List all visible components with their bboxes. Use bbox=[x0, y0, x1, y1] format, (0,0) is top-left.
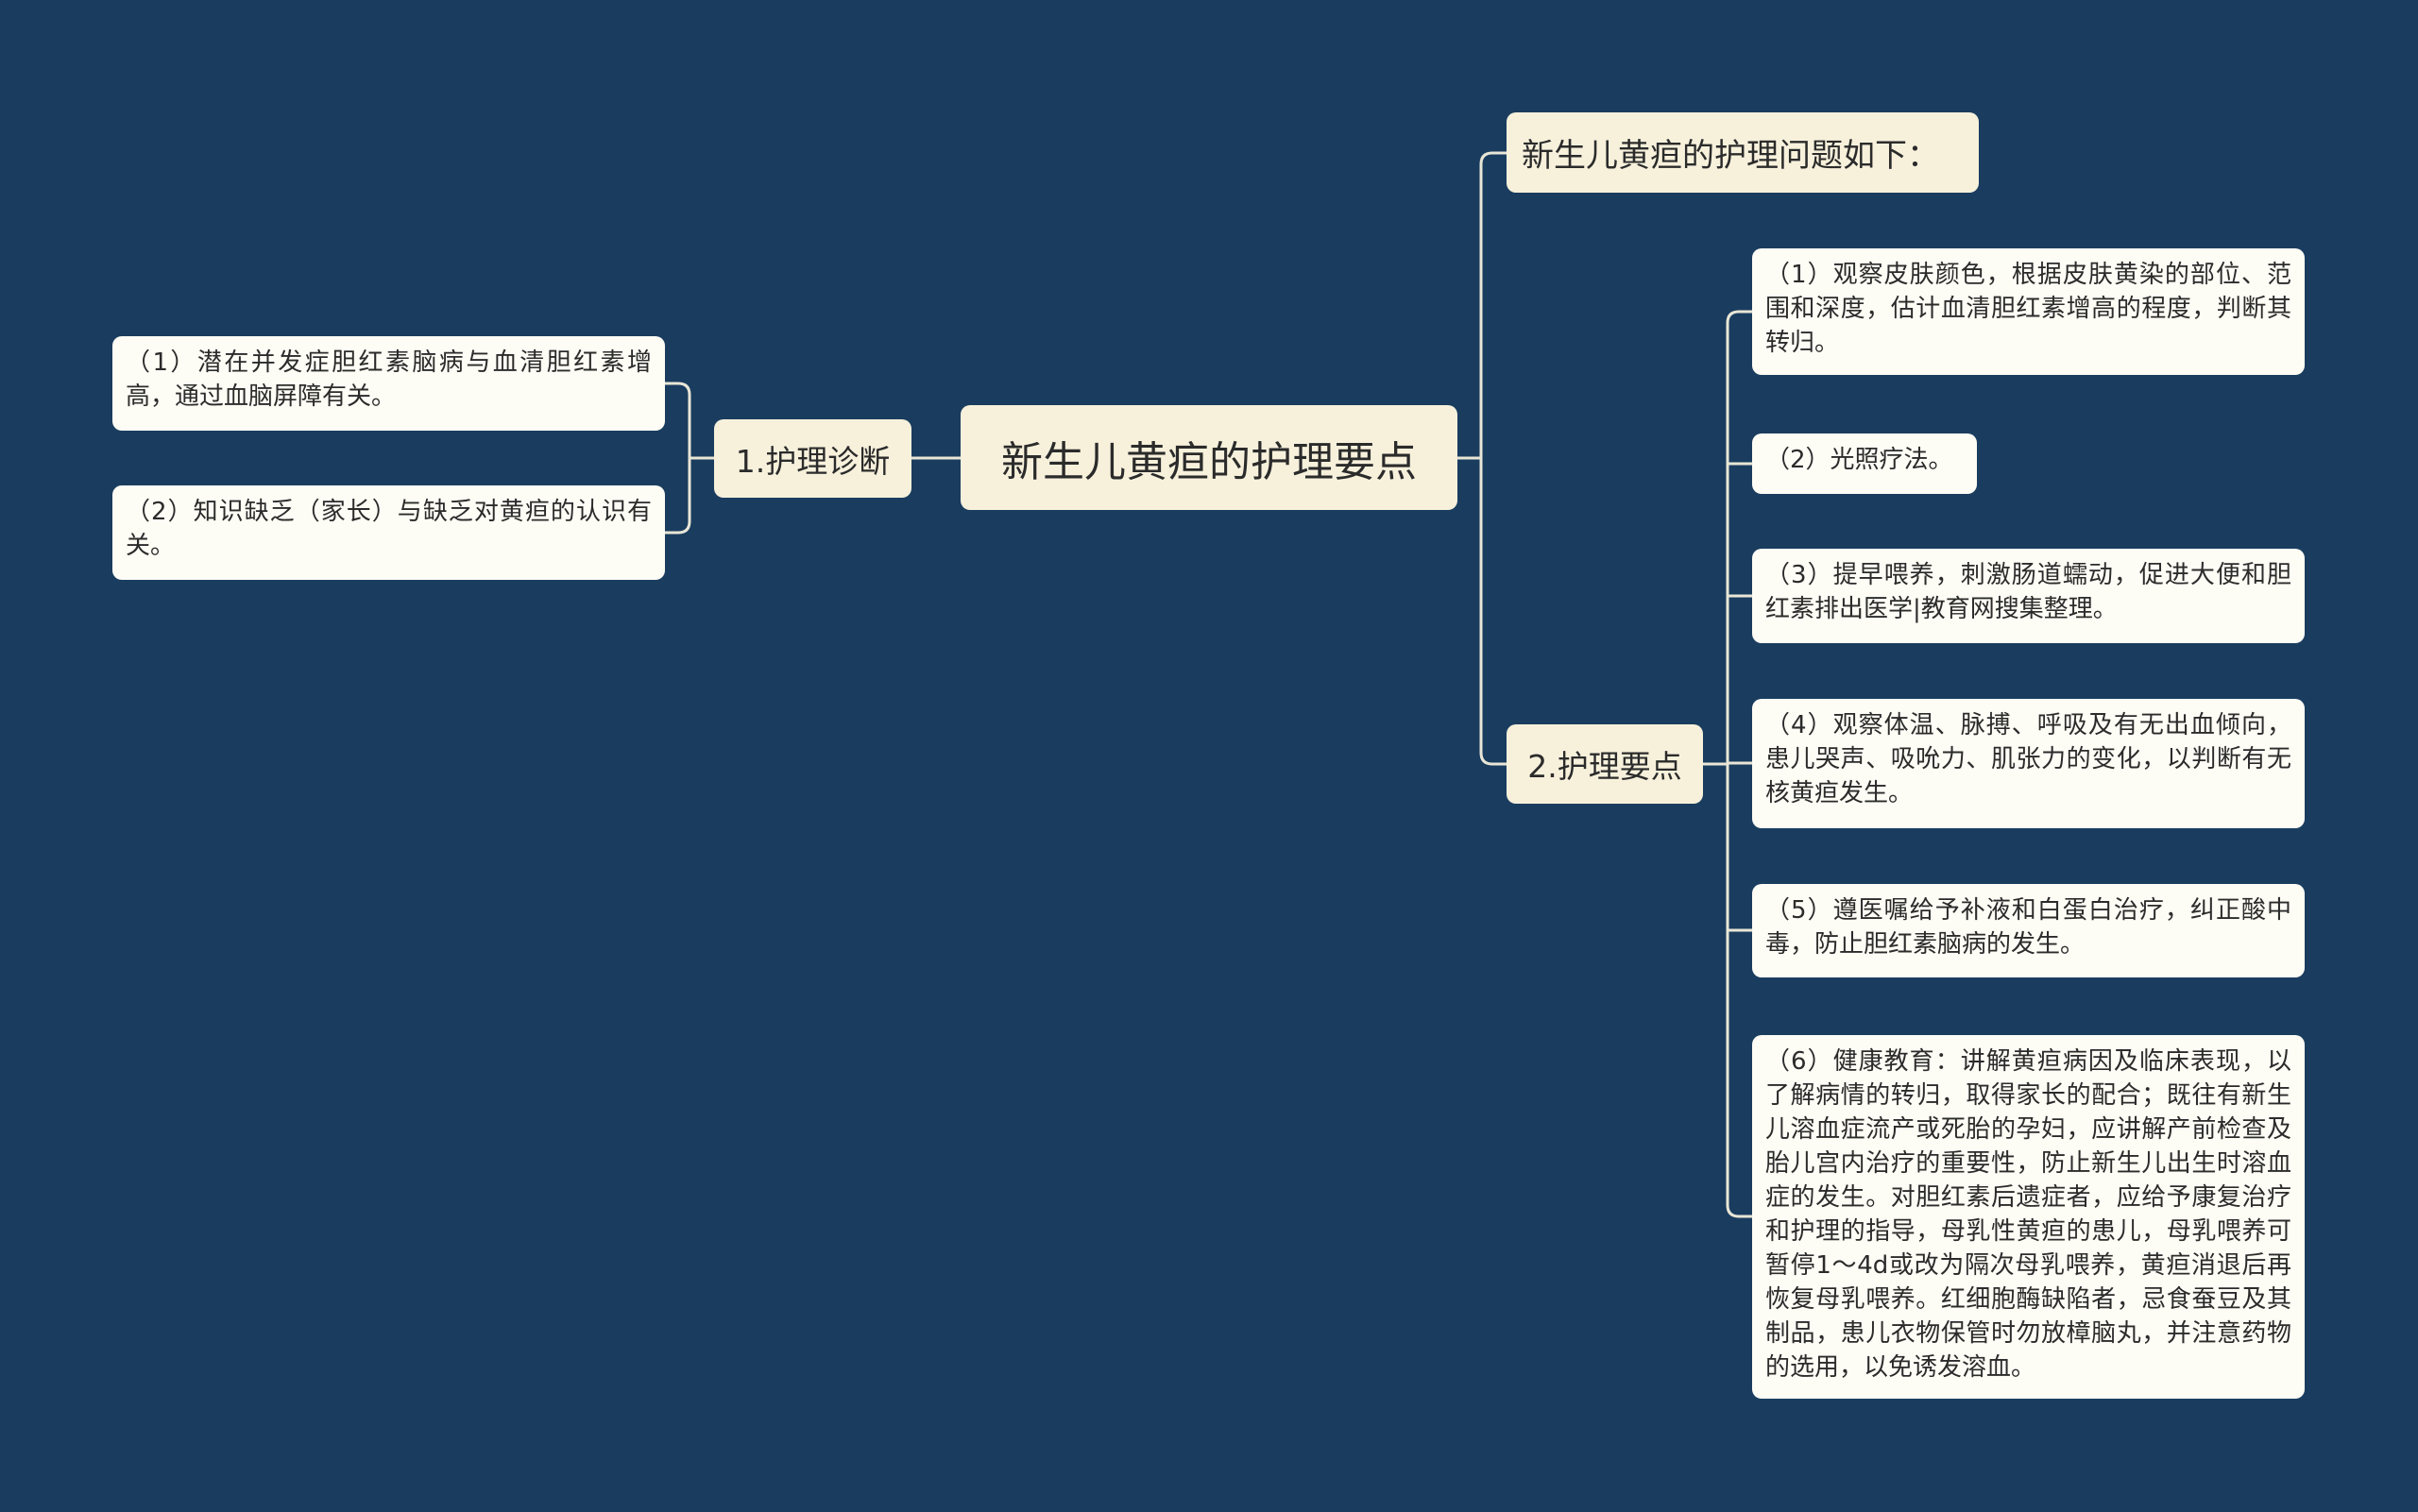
branch-nursing-points[interactable]: 2.护理要点 bbox=[1507, 724, 1703, 804]
branch-nursing-diagnosis[interactable]: 1.护理诊断 bbox=[714, 419, 911, 498]
nursing-point-4[interactable]: （4）观察体温、脉搏、呼吸及有无出血倾向，患儿哭声、吸吮力、肌张力的变化，以判断… bbox=[1752, 699, 2305, 828]
link-left-items bbox=[665, 382, 714, 535]
diagnosis-item-2[interactable]: （2）知识缺乏（家长）与缺乏对黄疸的认识有关。 bbox=[112, 485, 665, 580]
diagnosis-item-1[interactable]: （1）潜在并发症胆红素脑病与血清胆红素增高，通过血脑屏障有关。 bbox=[112, 336, 665, 431]
nursing-point-3[interactable]: （3）提早喂养，刺激肠道蠕动，促进大便和胆红素排出医学|教育网搜集整理。 bbox=[1752, 549, 2305, 643]
nursing-point-1[interactable]: （1）观察皮肤颜色，根据皮肤黄染的部位、范围和深度，估计血清胆红素增高的程度，判… bbox=[1752, 248, 2305, 375]
nursing-point-6[interactable]: （6）健康教育：讲解黄疸病因及临床表现，以了解病情的转归，取得家长的配合；既往有… bbox=[1752, 1035, 2305, 1399]
nursing-problems-title[interactable]: 新生儿黄疸的护理问题如下： bbox=[1507, 112, 1979, 193]
nursing-point-2[interactable]: （2）光照疗法。 bbox=[1752, 433, 1977, 494]
link-root-right bbox=[1457, 151, 1507, 766]
root-node[interactable]: 新生儿黄疸的护理要点 bbox=[961, 405, 1457, 510]
nursing-point-5[interactable]: （5）遵医嘱给予补液和白蛋白治疗，纠正酸中毒，防止胆红素脑病的发生。 bbox=[1752, 884, 2305, 977]
link-right-items bbox=[1703, 310, 1752, 1218]
